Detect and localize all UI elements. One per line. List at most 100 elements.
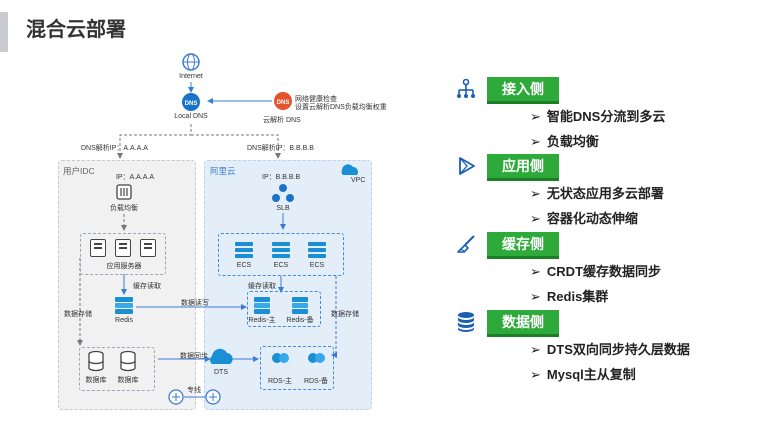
rds-group bbox=[260, 346, 334, 390]
section-tag-underline bbox=[487, 101, 559, 104]
idc-database-icon-1 bbox=[88, 350, 104, 372]
database-icon bbox=[458, 312, 474, 332]
play-icon bbox=[459, 157, 475, 175]
section-tag-cache: 缓存侧 bbox=[487, 232, 559, 256]
internet-icon bbox=[182, 53, 200, 71]
redis-main-icon bbox=[254, 297, 270, 314]
app-servers-label: 应用服务器 bbox=[106, 263, 142, 270]
cloud-dns-label: 云解析 DNS bbox=[263, 117, 301, 124]
dns-ip-a-label: DNS解析IP：A.A.A.A bbox=[81, 145, 148, 152]
idc-database-icon-2 bbox=[120, 350, 136, 372]
health-check-label: 网络健康检查 bbox=[295, 96, 337, 103]
rds-backup-icon bbox=[308, 353, 325, 363]
section-tag-access: 接入侧 bbox=[487, 77, 559, 101]
vpc-label: VPC bbox=[351, 177, 366, 184]
section-tag-data: 数据侧 bbox=[487, 310, 559, 334]
cloud-dns-icon: DNS bbox=[274, 92, 292, 110]
leased-line-label: 专线 bbox=[187, 387, 201, 394]
section-item-text: Redis集群 bbox=[546, 289, 609, 304]
section-tag-application: 应用侧 bbox=[487, 154, 559, 178]
dts-label: DTS bbox=[214, 369, 228, 376]
aliyun-data-store-label: 数据存储 bbox=[331, 311, 359, 318]
arrow-icon: ➢ bbox=[530, 211, 541, 226]
local-dns-icon: DNS bbox=[182, 93, 200, 111]
ecs-icon-2 bbox=[272, 242, 290, 258]
idc-redis-label: Redis bbox=[115, 317, 133, 324]
redis-idc-icon bbox=[115, 297, 133, 314]
dts-icon bbox=[210, 348, 233, 364]
idc-ip-label: IP：A.A.A.A bbox=[115, 174, 155, 181]
aliyun-title: 阿里云 bbox=[210, 166, 236, 176]
section-item: ➢ 容器化动态伸缩 bbox=[530, 208, 638, 227]
page-title: 混合云部署 bbox=[26, 19, 126, 41]
arrow-icon: ➢ bbox=[530, 342, 541, 357]
data-rw-label: 数据读写 bbox=[181, 300, 209, 307]
load-balancer-icon bbox=[116, 184, 132, 200]
arrow-icon: ➢ bbox=[530, 264, 541, 279]
idc-db1-label: 数据库 bbox=[85, 377, 107, 384]
load-balancer-label: 负载均衡 bbox=[110, 205, 138, 212]
section-item-text: 容器化动态伸缩 bbox=[546, 211, 638, 226]
section-item: ➢ Mysql主从复制 bbox=[530, 364, 636, 383]
app-server-group bbox=[80, 233, 166, 275]
internet-label: Internet bbox=[179, 73, 203, 80]
arrow-icon: ➢ bbox=[530, 289, 541, 304]
ecs-label-2: ECS bbox=[273, 262, 289, 269]
local-dns-label: Local DNS bbox=[174, 113, 208, 120]
section-item-text: DTS双向同步持久层数据 bbox=[546, 342, 690, 357]
arrow-icon: ➢ bbox=[530, 109, 541, 124]
slb-label: SLB bbox=[276, 205, 290, 212]
svg-text:DNS: DNS bbox=[277, 100, 290, 106]
rds-main-label: RDS-主 bbox=[267, 378, 293, 385]
rds-main-icon bbox=[272, 353, 289, 363]
idc-cache-read-label: 缓存读取 bbox=[133, 283, 161, 290]
section-item-text: Mysql主从复制 bbox=[546, 367, 636, 382]
brush-icon bbox=[457, 235, 475, 253]
section-item: ➢ Redis集群 bbox=[530, 286, 608, 305]
router-icon-left bbox=[168, 389, 184, 405]
section-item: ➢ 负载均衡 bbox=[530, 131, 599, 150]
vpc-cloud-icon bbox=[341, 164, 358, 175]
arrow-icon: ➢ bbox=[530, 367, 541, 382]
section-tag-underline bbox=[487, 256, 559, 259]
dns-ip-b-label: DNS解析IP：B.B.B.B bbox=[247, 145, 314, 152]
ecs-label-1: ECS bbox=[236, 262, 252, 269]
slb-icon bbox=[272, 184, 294, 202]
section-item-text: 智能DNS分流到多云 bbox=[546, 109, 666, 124]
ecs-group bbox=[218, 233, 344, 276]
idc-db2-label: 数据库 bbox=[117, 377, 139, 384]
idc-database-group bbox=[79, 347, 155, 391]
user-idc-title: 用户IDC bbox=[63, 166, 95, 176]
app-server-icon-2 bbox=[115, 239, 131, 257]
arrow-icon: ➢ bbox=[530, 186, 541, 201]
section-item: ➢ CRDT缓存数据同步 bbox=[530, 261, 661, 280]
aliyun-cache-read-label: 缓存读取 bbox=[248, 283, 276, 290]
app-server-icon-3 bbox=[140, 239, 156, 257]
title-accent-bar bbox=[0, 12, 8, 52]
ecs-icon-1 bbox=[235, 242, 253, 258]
section-item-text: 无状态应用多云部署 bbox=[546, 186, 664, 201]
redis-backup-label: Redis-备 bbox=[286, 317, 314, 324]
section-item: ➢ 智能DNS分流到多云 bbox=[530, 106, 665, 125]
section-tag-underline bbox=[487, 178, 559, 181]
section-item-text: 负载均衡 bbox=[546, 134, 599, 149]
redis-cluster-group bbox=[247, 291, 321, 327]
router-icon-right bbox=[205, 389, 221, 405]
arrow-icon: ➢ bbox=[530, 134, 541, 149]
ecs-icon-3 bbox=[308, 242, 326, 258]
aliyun-ip-label: IP：B.B.B.B bbox=[262, 174, 301, 181]
aliyun-region bbox=[204, 160, 372, 410]
data-sync-label: 数据同步 bbox=[180, 353, 208, 360]
rds-backup-label: RDS-备 bbox=[303, 378, 329, 385]
ecs-label-3: ECS bbox=[309, 262, 325, 269]
section-item: ➢ 无状态应用多云部署 bbox=[530, 183, 664, 202]
section-item-text: CRDT缓存数据同步 bbox=[546, 264, 662, 279]
section-tag-underline bbox=[487, 334, 559, 337]
section-item: ➢ DTS双向同步持久层数据 bbox=[530, 339, 690, 358]
idc-data-store-label: 数据存储 bbox=[64, 311, 92, 318]
redis-main-label: Redis-主 bbox=[248, 317, 276, 324]
set-dns-lb-label: 设置云解析DNS负载均衡权重 bbox=[295, 104, 387, 111]
app-server-icon-1 bbox=[90, 239, 106, 257]
svg-text:DNS: DNS bbox=[185, 101, 198, 107]
network-icon bbox=[457, 78, 475, 98]
